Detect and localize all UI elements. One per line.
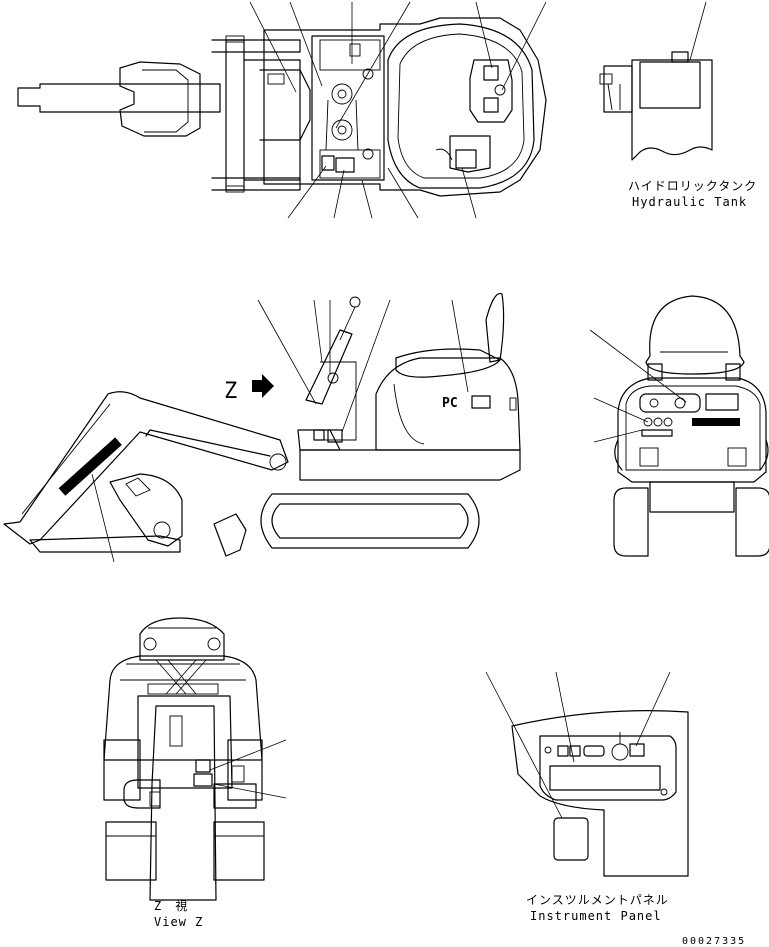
model-badge-side: PC: [442, 396, 458, 411]
hydraulic-tank-view: ハイドロリックタンク Hydraulic Tank: [599, 1, 757, 209]
hydraulic-tank-label-en: Hydraulic Tank: [632, 195, 747, 209]
side-view-machine: PC Z: [3, 292, 521, 563]
instrument-panel-label-en: Instrument Panel: [530, 909, 662, 923]
instrument-panel-view: インスツルメントパネル Instrument Panel: [485, 671, 689, 923]
view-z-label-en: View Z: [154, 915, 203, 929]
hydraulic-tank-label-jp: ハイドロリックタンク: [628, 179, 757, 193]
view-z-marker: Z: [224, 379, 237, 404]
drawing-number: 00027335: [682, 936, 746, 947]
view-z-machine: Z 視 View Z: [103, 617, 287, 929]
arrow-right-icon: [252, 374, 274, 398]
view-z-label-jp: Z 視: [154, 898, 188, 913]
rear-view-machine: [589, 295, 769, 557]
brand-decal-boom: [58, 437, 122, 496]
top-view-machine: [17, 1, 547, 219]
brand-decal-rear: [692, 418, 740, 426]
instrument-panel-label-jp: インスツルメントパネル: [526, 893, 669, 907]
